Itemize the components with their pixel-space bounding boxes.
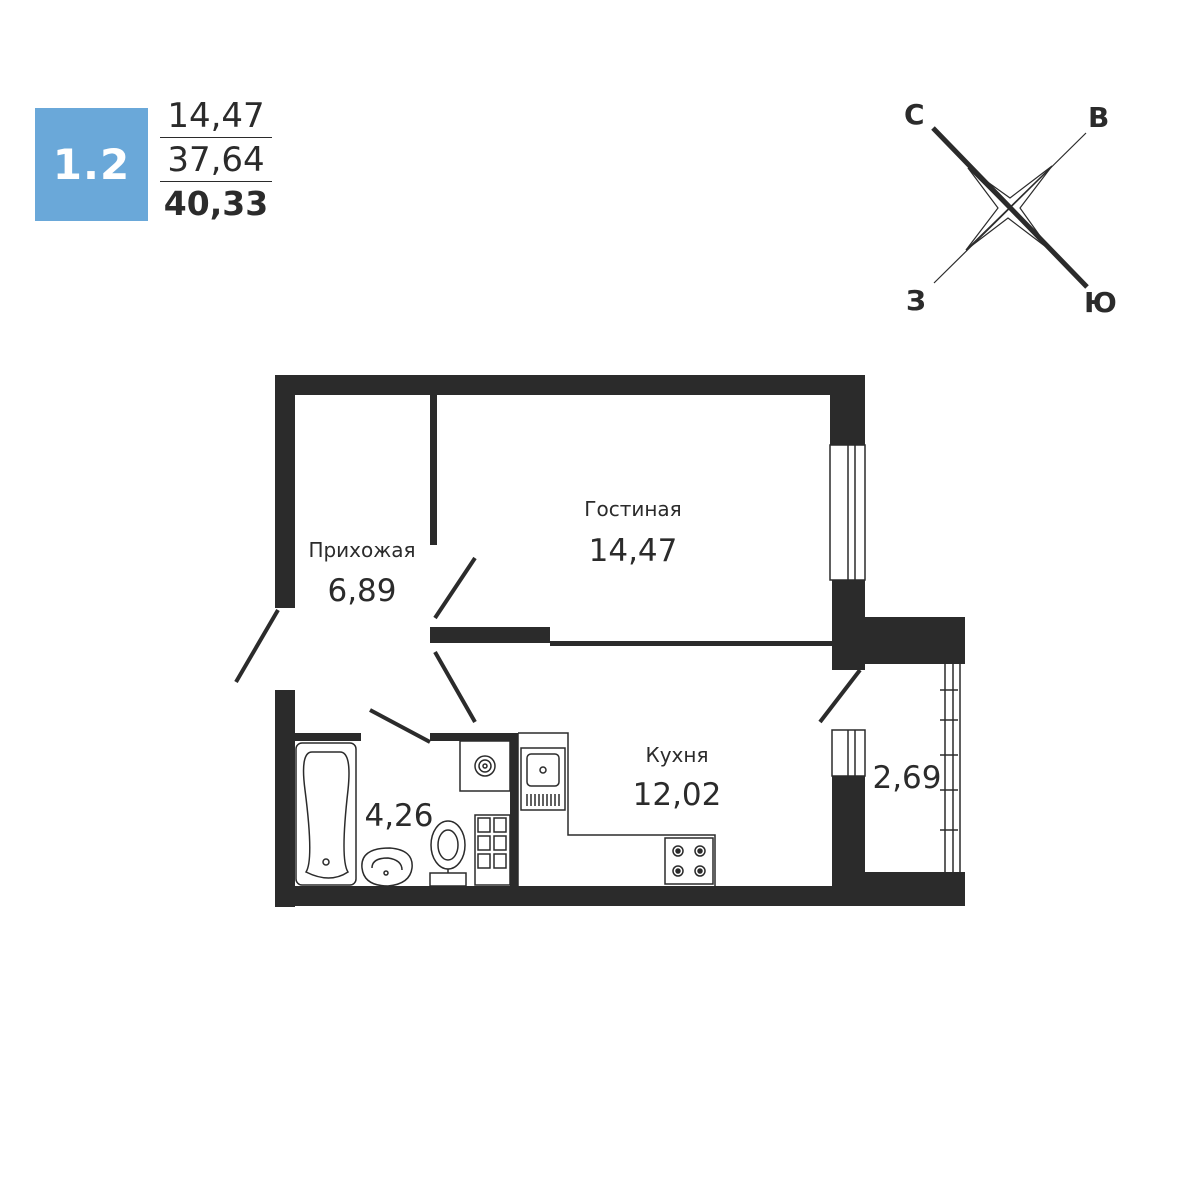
- living-area-value: 14,47: [167, 96, 265, 136]
- useful-area-value: 37,64: [167, 140, 265, 180]
- apartment-type-badge: 1.2: [35, 108, 148, 221]
- total-area-value: 40,33: [163, 184, 269, 223]
- living-room-area: 14,47: [589, 533, 678, 569]
- compass-north-label: С: [904, 98, 925, 131]
- hallway-name: Прихожая: [308, 538, 415, 562]
- kitchen-window: [831, 729, 866, 777]
- walls: [275, 375, 965, 907]
- living-room-name: Гостиная: [584, 497, 681, 521]
- bathtub-icon: [295, 742, 357, 886]
- washing-machine-icon: [459, 740, 511, 792]
- compass-west-label: З: [906, 284, 926, 317]
- hallway-area: 6,89: [327, 573, 396, 609]
- area-divider: [160, 181, 272, 182]
- toilet-icon: [429, 820, 467, 887]
- balcony-window: [940, 664, 961, 872]
- kitchen-area: 12,02: [633, 777, 722, 813]
- sink-icon: [361, 847, 413, 887]
- cabinet-icon: [474, 814, 511, 886]
- stove-icon: [664, 837, 714, 885]
- area-summary: 14,47 37,64 40,33: [160, 96, 272, 224]
- doors: [234, 556, 862, 744]
- living-window: [829, 444, 866, 581]
- kitchen-counter: [517, 732, 716, 886]
- balcony-area: 2,69: [872, 760, 941, 796]
- compass-east-label: В: [1088, 101, 1110, 134]
- kitchen-sink-icon: [520, 747, 566, 811]
- bathroom-area: 4,26: [364, 798, 433, 834]
- area-divider: [160, 137, 272, 138]
- kitchen-name: Кухня: [646, 743, 709, 767]
- compass-south-label: Ю: [1084, 286, 1117, 319]
